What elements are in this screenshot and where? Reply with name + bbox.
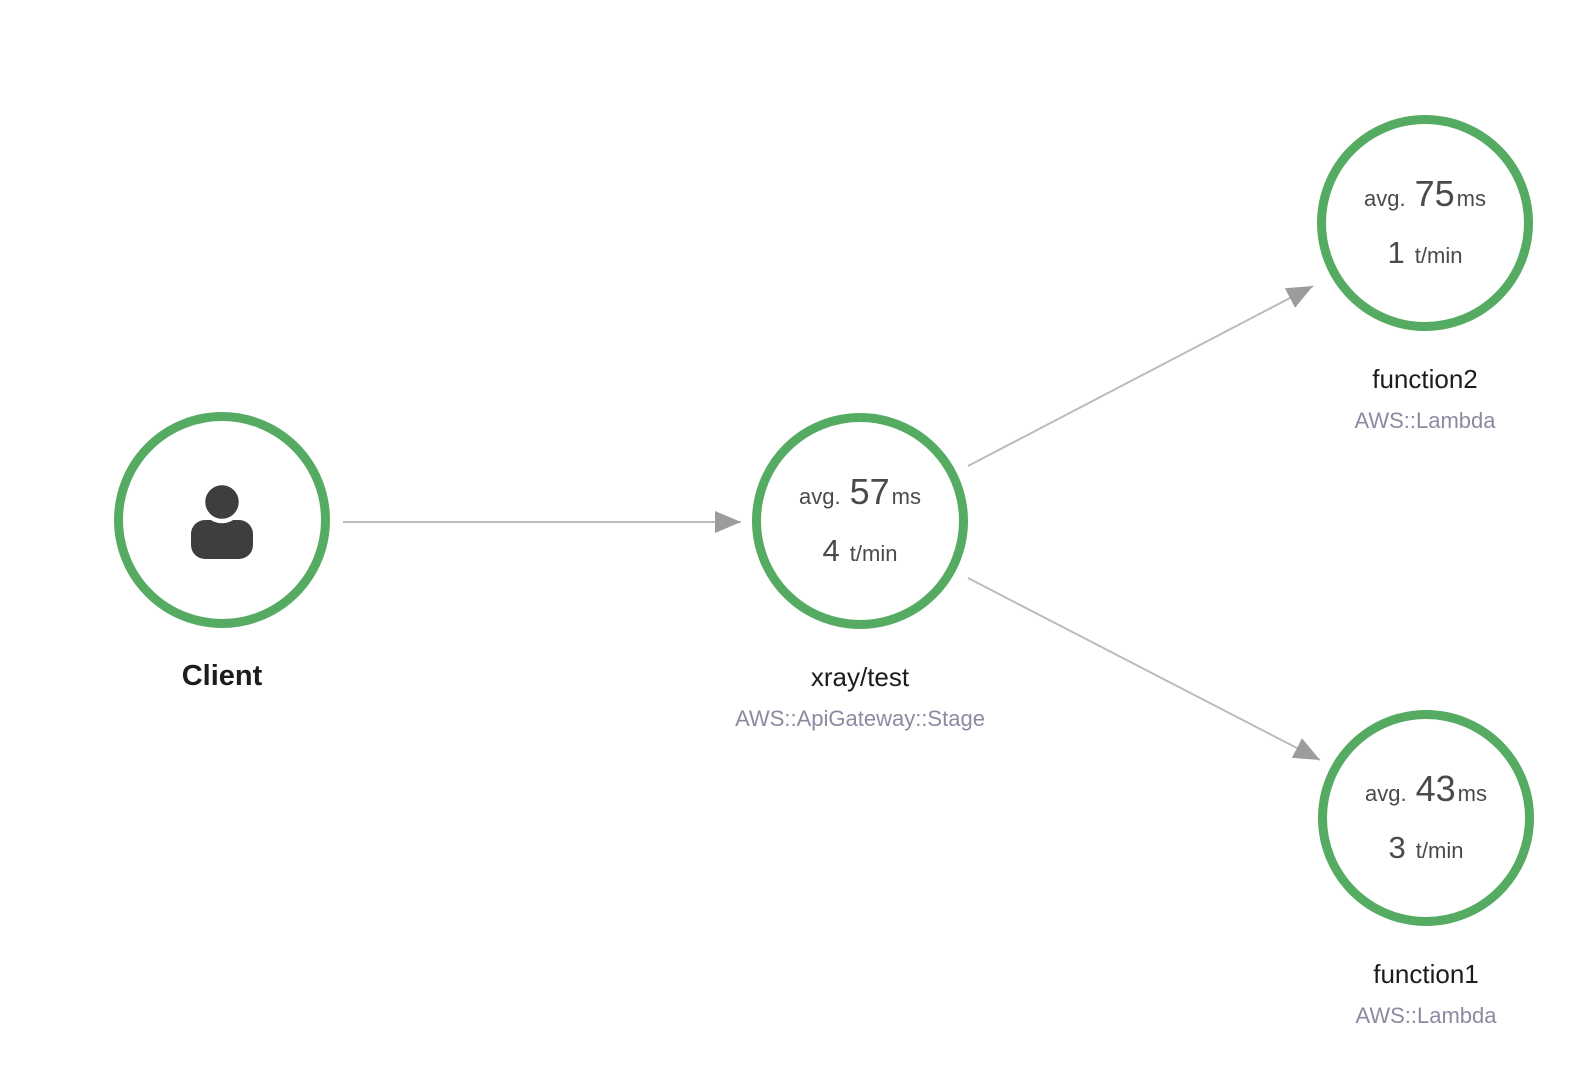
avg-value: 43 [1415, 768, 1456, 809]
avg-unit: ms [891, 484, 921, 509]
rate-unit: t/min [1415, 838, 1464, 863]
node-name: xray/test [810, 662, 910, 692]
node-function2-circle[interactable]: avg. 75 ms 1 t/min [1317, 115, 1533, 331]
avg-value: 75 [1414, 173, 1455, 214]
node-type: AWS::ApiGateway::Stage [735, 706, 985, 731]
avg-latency-metric: avg. 43 ms [1365, 767, 1487, 816]
avg-label: avg. [1365, 781, 1407, 806]
edge-xray-to-function2 [967, 285, 1314, 467]
node-xray-test-labels: xray/test AWS::ApiGateway::Stage [735, 661, 985, 734]
rate-value: 3 [1388, 830, 1406, 865]
node-function1-labels: function1 AWS::Lambda [1355, 958, 1496, 1031]
user-icon [191, 481, 253, 559]
node-xray-test-circle[interactable]: avg. 57 ms 4 t/min [752, 413, 968, 629]
avg-unit: ms [1457, 781, 1487, 806]
avg-label: avg. [799, 484, 841, 509]
node-client-labels: Client [182, 660, 263, 692]
node-client-circle[interactable] [114, 412, 330, 628]
node-type: AWS::Lambda [1355, 1003, 1497, 1028]
node-xray-test: avg. 57 ms 4 t/min xray/test AWS::ApiGat… [735, 413, 985, 731]
traffic-rate-metric: 1 t/min [1388, 235, 1463, 274]
avg-latency-metric: avg. 75 ms [1364, 172, 1486, 221]
node-name: Client [181, 660, 263, 692]
node-function2: avg. 75 ms 1 t/min function2 AWS::Lambda [1317, 115, 1533, 433]
node-client: Client [114, 412, 330, 692]
node-function1: avg. 43 ms 3 t/min function1 AWS::Lambda [1318, 710, 1534, 1028]
node-name: function1 [1373, 959, 1479, 989]
rate-unit: t/min [1414, 243, 1463, 268]
avg-value: 57 [849, 471, 890, 512]
traffic-rate-metric: 4 t/min [823, 533, 898, 572]
node-function2-labels: function2 AWS::Lambda [1354, 363, 1495, 436]
avg-label: avg. [1364, 186, 1406, 211]
rate-value: 4 [822, 533, 840, 568]
node-type: AWS::Lambda [1354, 408, 1496, 433]
rate-value: 1 [1387, 235, 1405, 270]
avg-unit: ms [1456, 186, 1486, 211]
traffic-rate-metric: 3 t/min [1389, 830, 1464, 869]
node-name: function2 [1372, 364, 1478, 394]
edge-xray-to-function1 [967, 577, 1321, 761]
rate-unit: t/min [849, 541, 898, 566]
node-function1-circle[interactable]: avg. 43 ms 3 t/min [1318, 710, 1534, 926]
avg-latency-metric: avg. 57 ms [799, 470, 921, 519]
